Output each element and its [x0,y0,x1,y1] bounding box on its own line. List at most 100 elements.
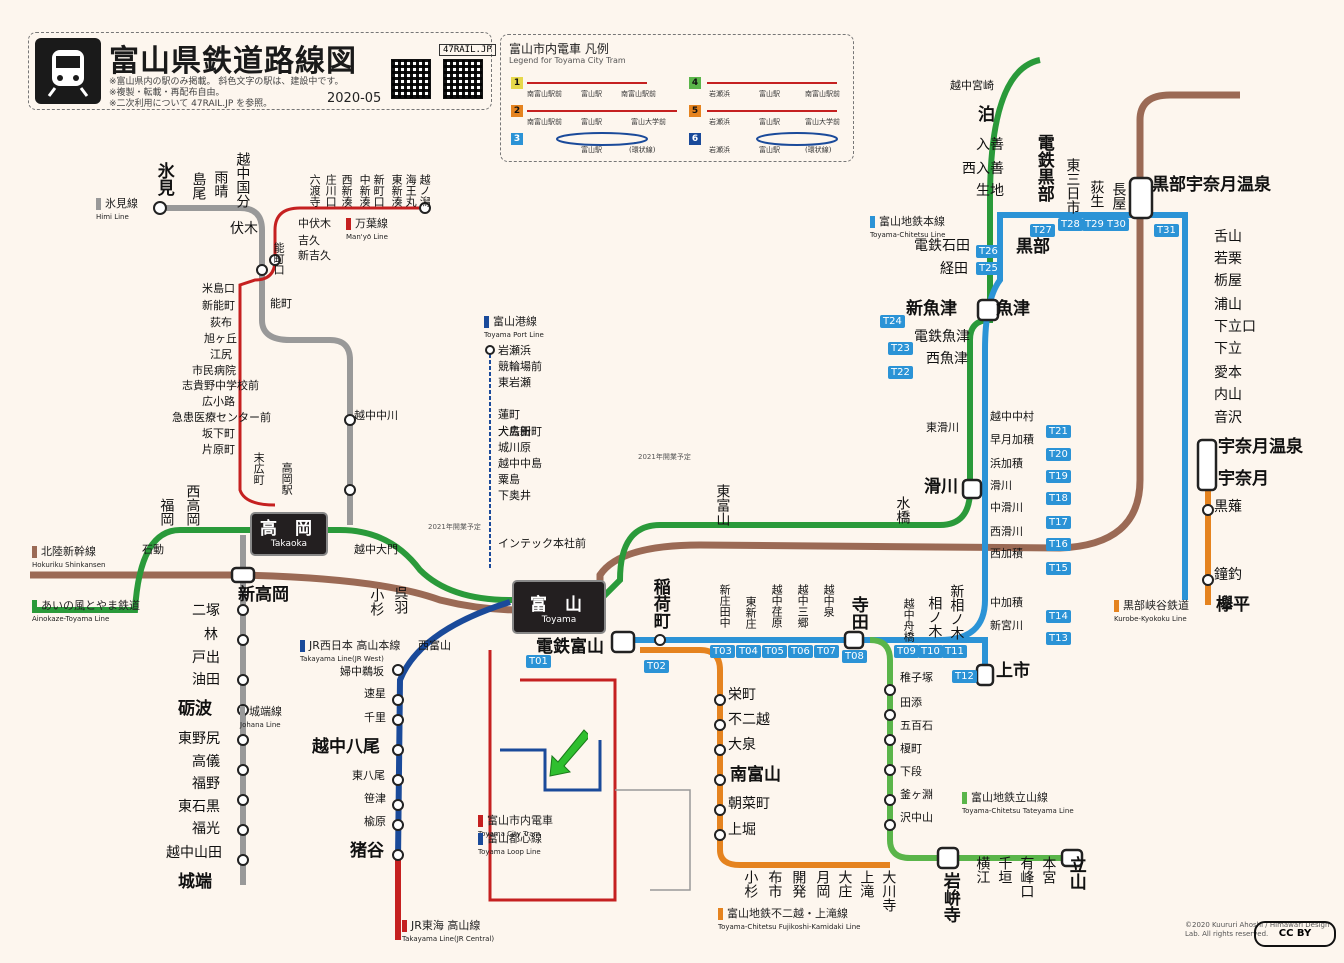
station[interactable]: 坂下町 [202,427,235,440]
station[interactable]: 岩瀬浜 [498,344,531,357]
station[interactable]: 福野 [192,776,220,792]
station[interactable]: 釜ヶ淵 [900,788,933,801]
station[interactable]: 越中八尾 [312,737,380,757]
station[interactable]: 本宮 [1040,856,1057,884]
station[interactable]: 中加積 [990,596,1023,609]
station[interactable]: 越中中川 [354,409,398,422]
station[interactable]: 伏木 [230,221,258,237]
station[interactable]: 五百石 [900,719,933,732]
station[interactable]: 呉羽 [392,586,409,614]
station[interactable]: 越中舟橋 [902,598,916,642]
station[interactable]: 新吉久 [298,249,331,262]
station[interactable]: 西滑川 [990,525,1023,538]
station[interactable]: 有峰口 [1018,856,1035,898]
station[interactable]: 庄川口 [324,174,338,207]
station[interactable]: 上市 [996,661,1030,681]
station[interactable]: 戸出 [192,650,220,666]
station[interactable]: 欅平 [1216,595,1250,615]
station[interactable]: 下立口 [1214,319,1256,335]
station[interactable]: 越中山田 [166,845,222,861]
station[interactable]: 内山 [1214,387,1242,403]
station[interactable]: 魚津 [996,299,1030,319]
station[interactable]: 西新湊 [340,174,354,207]
station[interactable]: 中新湊 [358,174,372,207]
station[interactable]: 新庄田中 [718,584,732,628]
station[interactable]: 福岡 [158,498,175,526]
station[interactable]: 電鉄石田 [914,238,970,254]
station[interactable]: 競輪場前 [498,360,542,373]
station[interactable]: 千垣 [996,856,1013,884]
station[interactable]: 相ノ木 [926,596,943,638]
site-link[interactable]: 47RAIL.JP [439,44,496,56]
station[interactable]: 越中荏原 [770,584,784,628]
station[interactable]: 越ノ潟 [418,174,432,207]
station[interactable]: 西入善 [962,161,1004,177]
station[interactable]: 荻布 [210,316,232,329]
station[interactable]: 東富山 [714,484,731,526]
station[interactable]: 笹津 [364,792,386,805]
station[interactable]: 東野尻 [178,731,220,747]
station[interactable]: 新宮川 [990,619,1023,632]
station[interactable]: 早月加積 [990,433,1034,446]
station[interactable]: 電鉄黒部 [1033,134,1054,202]
station-himi[interactable]: 氷見 [153,162,174,196]
station-dentetsu-toyama[interactable]: 電鉄富山 [536,637,604,657]
station[interactable]: 城川原 [498,441,531,454]
station[interactable]: 若栗 [1214,251,1242,267]
station[interactable]: 愛本 [1214,365,1242,381]
cc-license-badge[interactable]: CC BY [1254,921,1336,947]
station[interactable]: 横江 [974,856,991,884]
station[interactable]: 滑川 [990,479,1012,492]
station[interactable]: 旭ヶ丘 [204,332,237,345]
station[interactable]: 浜加積 [990,457,1023,470]
station[interactable]: 市民病院 [192,364,236,377]
station[interactable]: 海王丸 [404,174,418,207]
station[interactable]: 島尾 [190,172,207,200]
station[interactable]: 楡原 [364,815,386,828]
station[interactable]: 越中大門 [354,543,398,556]
station[interactable]: 婦中鵜坂 [340,665,384,678]
station[interactable]: 月岡 [814,870,831,898]
station[interactable]: 大泉 [728,737,756,753]
station-shin-takaoka[interactable]: 新高岡 [238,585,289,605]
station[interactable]: 稚子塚 [900,671,933,684]
station[interactable]: 田添 [900,696,922,709]
station[interactable]: 油田 [192,672,220,688]
station[interactable]: 片原町 [202,443,235,456]
station[interactable]: 中滑川 [990,501,1023,514]
station[interactable]: 音沢 [1214,410,1242,426]
station[interactable]: 立山 [1065,856,1086,890]
station[interactable]: 下段 [900,765,922,778]
station[interactable]: 栃屋 [1214,273,1242,289]
station[interactable]: 入善 [976,137,1004,153]
station[interactable]: 犬島新町 [498,425,542,438]
station[interactable]: 東新湊 [390,174,404,207]
station[interactable]: 越中中村 [990,410,1034,423]
station[interactable]: 沢中山 [900,811,933,824]
station[interactable]: 猪谷 [350,841,384,861]
station[interactable]: 大川寺 [880,870,897,912]
station[interactable]: 西富山 [418,639,451,652]
station[interactable]: 志貴野中学校前 [182,379,259,392]
station[interactable]: 石動 [142,543,164,556]
station[interactable]: 経田 [940,261,968,277]
station[interactable]: 東石黒 [178,799,220,815]
station[interactable]: 東三日市 [1064,158,1081,214]
station[interactable]: 下立 [1214,341,1242,357]
station[interactable]: 六渡寺 [308,174,322,207]
station[interactable]: 寺田 [847,596,868,630]
station[interactable]: 越中泉 [822,584,836,617]
station[interactable]: 大広田 [498,425,531,438]
station[interactable]: 荻生 [1088,180,1105,208]
station[interactable]: 粟島 [498,473,520,486]
station[interactable]: 下奥井 [498,489,531,502]
station[interactable]: インテック本社前 [498,537,586,550]
station[interactable]: 東滑川 [926,421,959,434]
station[interactable]: 越中三郷 [796,584,810,628]
station[interactable]: 不二越 [728,712,770,728]
station[interactable]: 速星 [364,687,386,700]
station[interactable]: 滑川 [924,477,958,497]
station[interactable]: 稲荷町 [649,578,670,629]
station[interactable]: 福光 [192,821,220,837]
station[interactable]: 砺波 [178,699,212,719]
